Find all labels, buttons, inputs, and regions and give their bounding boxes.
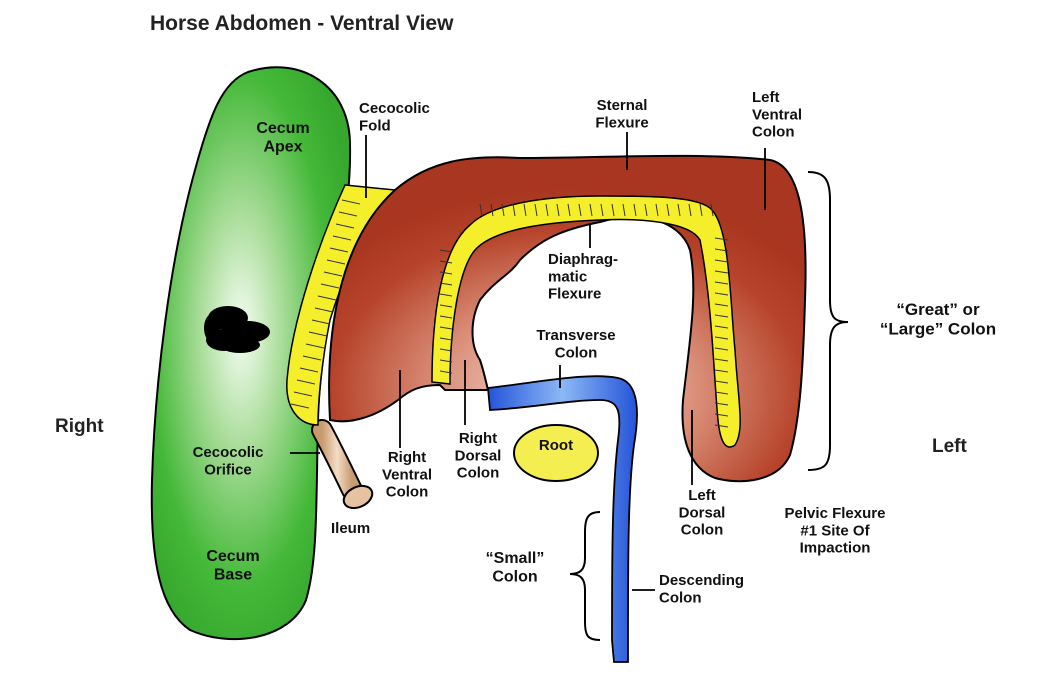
root-label: Root <box>539 437 573 454</box>
label-line: matic <box>548 268 587 285</box>
label-line: Diaphrag- <box>548 251 618 268</box>
label-line: Descending <box>659 572 744 589</box>
scribble-mark <box>204 306 270 353</box>
diagram-title: Horse Abdomen - Ventral View <box>150 12 454 35</box>
large-colon <box>328 154 807 483</box>
label-line: Cecum <box>206 548 259 565</box>
label-line: Colon <box>752 124 795 141</box>
ileum-tube <box>311 419 374 510</box>
great-colon-brace <box>807 171 849 471</box>
label-line: Colon <box>386 484 429 501</box>
label-line: Sternal <box>597 97 648 114</box>
label-line: “Great” or <box>896 300 980 319</box>
label-line: Dorsal <box>679 504 726 521</box>
label-line: Ventral <box>382 466 432 483</box>
label-line: Cecum <box>256 120 309 137</box>
label-line: Orifice <box>204 461 252 478</box>
label-line: Colon <box>492 568 537 585</box>
label-line: #1 Site Of <box>800 522 870 539</box>
label-line: Colon <box>659 589 702 606</box>
label-line: Impaction <box>800 540 871 557</box>
pointer-lines <box>290 132 766 591</box>
label-line: Left <box>688 487 716 504</box>
label-line: Base <box>214 566 252 583</box>
root-shape <box>513 424 599 482</box>
right-side-label: Right <box>55 416 104 437</box>
label-line: Pelvic Flexure <box>785 505 886 522</box>
label-line: Ventral <box>752 106 802 123</box>
label-line: Transverse <box>536 327 615 344</box>
small-colon-label: “Small”Colon <box>486 550 545 585</box>
small-colon <box>487 375 638 663</box>
label-line: Colon <box>555 344 598 361</box>
label-line: Dorsal <box>455 447 502 464</box>
label-line: Colon <box>681 522 724 539</box>
label-line: Flexure <box>595 114 648 131</box>
small-colon-brace <box>569 511 601 641</box>
great-colon-label: “Great” or“Large” Colon <box>880 300 996 339</box>
label-line: Apex <box>263 138 302 155</box>
label-line: Colon <box>457 465 500 482</box>
inner-fold <box>431 195 741 448</box>
label-line: “Large” Colon <box>880 320 996 339</box>
label-line: Cecocolic <box>359 100 430 117</box>
label-line: Right <box>388 449 426 466</box>
label-line: Left <box>752 89 780 106</box>
label-line: Fold <box>359 117 391 134</box>
cecum-shape <box>150 66 352 641</box>
label-line: “Small” <box>486 550 545 567</box>
left-side-label: Left <box>932 436 968 457</box>
label-line: Flexure <box>548 286 601 303</box>
label-line: Cecocolic <box>193 444 264 461</box>
ileum-label: Ileum <box>331 520 370 537</box>
label-line: Right <box>459 430 497 447</box>
